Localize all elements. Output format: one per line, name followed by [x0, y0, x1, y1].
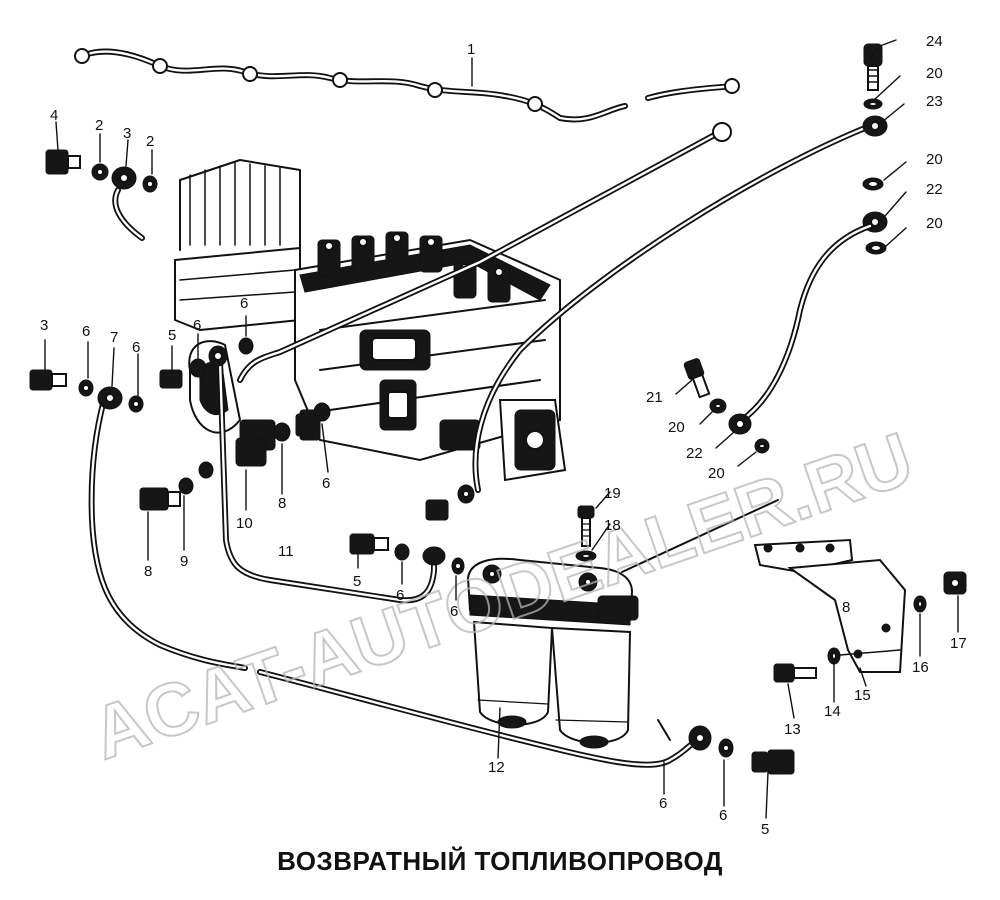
callout-13: 13 [784, 721, 801, 738]
callout-12: 12 [488, 759, 505, 776]
callout-5: 5 [168, 327, 176, 344]
callout-6: 6 [322, 475, 330, 492]
return-tube-upper [237, 122, 732, 383]
callout-19: 19 [604, 485, 621, 502]
callout-3: 3 [40, 317, 48, 334]
callout-20: 20 [926, 65, 943, 82]
return-tube-right [472, 123, 873, 493]
callout-21: 21 [646, 389, 663, 406]
callout-8: 8 [842, 599, 850, 616]
banjo-fitting-group-top-right [862, 43, 888, 255]
callout-18: 18 [604, 517, 621, 534]
callout-6: 6 [193, 317, 201, 334]
callout-20: 20 [926, 215, 943, 232]
callout-6: 6 [240, 295, 248, 312]
callout-6: 6 [659, 795, 667, 812]
injection-pump [239, 231, 567, 482]
callout-2: 2 [95, 117, 103, 134]
banjo-fitting-group-mid-right [683, 358, 770, 454]
callout-2: 2 [146, 133, 154, 150]
banjo-fitting-group-lower-right [657, 719, 795, 775]
callout-15: 15 [854, 687, 871, 704]
banjo-fitting-group-lower-left [139, 402, 331, 511]
callout-11: 11 [278, 543, 294, 560]
callout-14: 14 [824, 703, 841, 720]
callout-8: 8 [144, 563, 152, 580]
callout-17: 17 [950, 635, 967, 652]
callouts: 1 4 2 3 2 3 6 7 6 5 6 6 6 8 9 10 8 11 5 … [40, 33, 967, 838]
callout-22: 22 [686, 445, 703, 462]
callout-23: 23 [926, 93, 943, 110]
return-hose-loop-1 [74, 48, 740, 123]
leader-lines [44, 39, 959, 819]
banjo-fitting-group-left [45, 149, 158, 241]
callout-6: 6 [132, 339, 140, 356]
callout-20: 20 [708, 465, 725, 482]
callout-8: 8 [278, 495, 286, 512]
callout-3: 3 [123, 125, 131, 142]
callout-7: 7 [110, 329, 118, 346]
filter-mounting-bracket [621, 499, 907, 673]
callout-20: 20 [668, 419, 685, 436]
callout-1: 1 [467, 41, 475, 58]
callout-6: 6 [82, 323, 90, 340]
callout-24: 24 [926, 33, 943, 50]
fuel-filter [466, 557, 639, 749]
callout-9: 9 [180, 553, 188, 570]
callout-5: 5 [761, 821, 769, 838]
filter-mount-bolt [575, 505, 597, 562]
flexible-return-hose [739, 223, 873, 423]
callout-22: 22 [926, 181, 943, 198]
banjo-fitting-group-center [349, 484, 475, 575]
callout-4: 4 [50, 107, 58, 124]
callout-20: 20 [926, 151, 943, 168]
callout-16: 16 [912, 659, 929, 676]
banjo-fitting-group-mid-left [29, 337, 254, 413]
callout-6: 6 [450, 603, 458, 620]
diagram-caption: ВОЗВРАТНЫЙ ТОПЛИВОПРОВОД [277, 846, 723, 876]
callout-6: 6 [396, 587, 404, 604]
callout-5: 5 [353, 573, 361, 590]
return-tube-11 [217, 357, 446, 604]
callout-6: 6 [719, 807, 727, 824]
bracket-hardware [773, 571, 967, 683]
engine-block [174, 159, 301, 434]
return-line-lower [88, 397, 703, 768]
callout-10: 10 [236, 515, 253, 532]
